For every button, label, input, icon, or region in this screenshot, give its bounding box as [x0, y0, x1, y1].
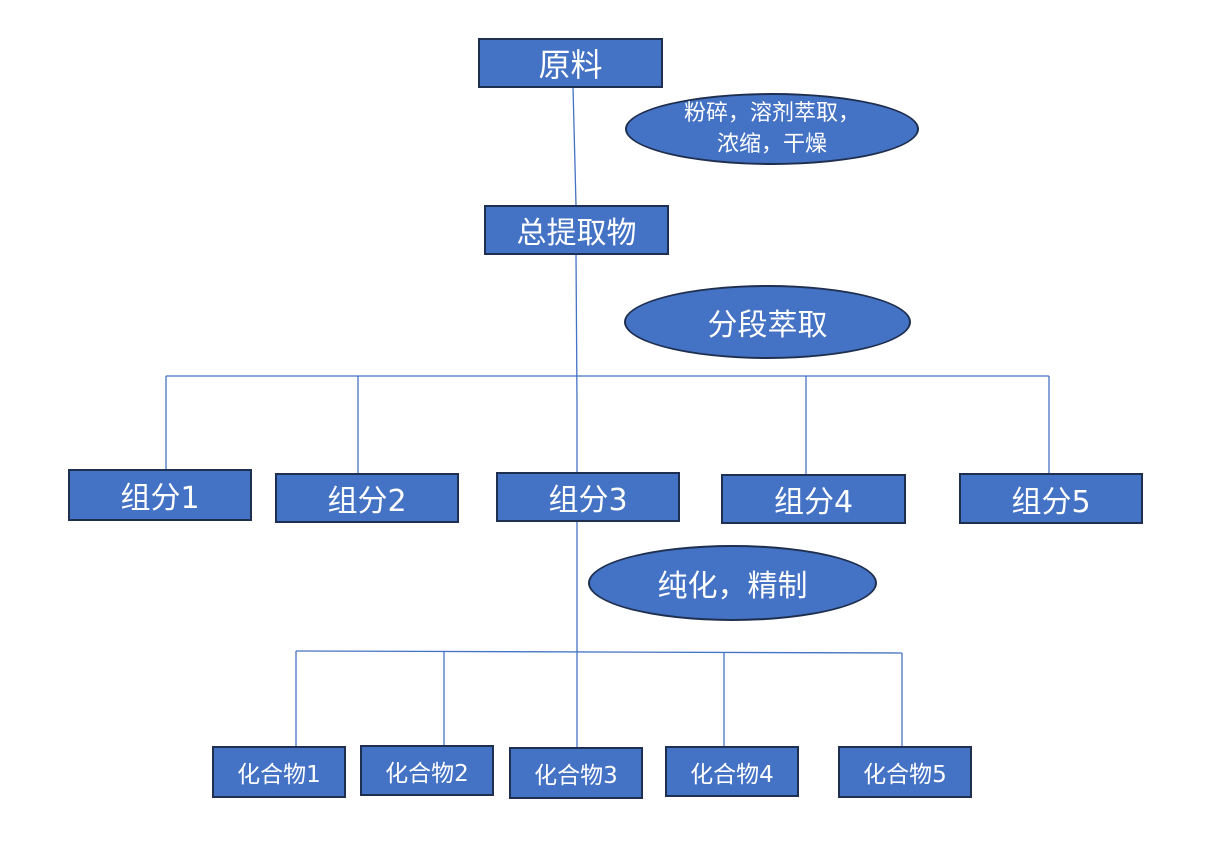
- connector-root-extract: [572, 86, 577, 206]
- node-raw-material: 原料: [478, 38, 663, 88]
- node-fraction-4: 组分4: [721, 474, 906, 524]
- process-label-purification: 纯化，精制: [657, 569, 808, 604]
- node-raw-material-label: 原料: [538, 46, 603, 84]
- node-fraction-label: 组分2: [327, 484, 407, 519]
- node-compound-5: 化合物5: [838, 746, 972, 798]
- node-total-extract: 总提取物: [484, 205, 669, 255]
- node-fraction-1: 组分1: [68, 469, 252, 521]
- node-compound-2: 化合物2: [360, 745, 494, 796]
- node-fraction-label: 组分1: [120, 481, 200, 516]
- process-label-line-1: 粉碎，溶剂萃取，: [683, 101, 860, 126]
- node-fraction-3: 组分3: [496, 472, 680, 522]
- node-fraction-label: 组分3: [548, 483, 628, 518]
- connector-compound-bus: [295, 650, 903, 654]
- node-compound-label: 化合物3: [534, 763, 618, 789]
- node-compound-3: 化合物3: [509, 747, 643, 799]
- node-fraction-label: 组分5: [1011, 484, 1091, 520]
- node-compound-label: 化合物1: [237, 762, 321, 788]
- node-total-extract-label: 总提取物: [516, 216, 637, 251]
- connector-extract-trunk: [575, 253, 578, 403]
- process-oval-purification: 纯化，精制: [588, 545, 877, 621]
- node-compound-label: 化合物5: [863, 762, 947, 788]
- node-compound-4: 化合物4: [665, 746, 799, 797]
- process-label-fractional-extraction: 分段萃取: [707, 308, 828, 343]
- node-compound-label: 化合物4: [690, 761, 774, 788]
- node-compound-label: 化合物2: [385, 760, 469, 787]
- node-fraction-2: 组分2: [275, 473, 459, 523]
- node-fraction-5: 组分5: [959, 473, 1143, 524]
- process-oval-fractional-extraction: 分段萃取: [624, 285, 911, 359]
- node-fraction-label: 组分4: [773, 485, 854, 520]
- process-label-line-2: 浓缩，干燥: [716, 132, 827, 157]
- node-compound-1: 化合物1: [212, 746, 346, 798]
- process-oval-grinding-extraction: 粉碎，溶剂萃取， 浓缩，干燥: [625, 93, 919, 165]
